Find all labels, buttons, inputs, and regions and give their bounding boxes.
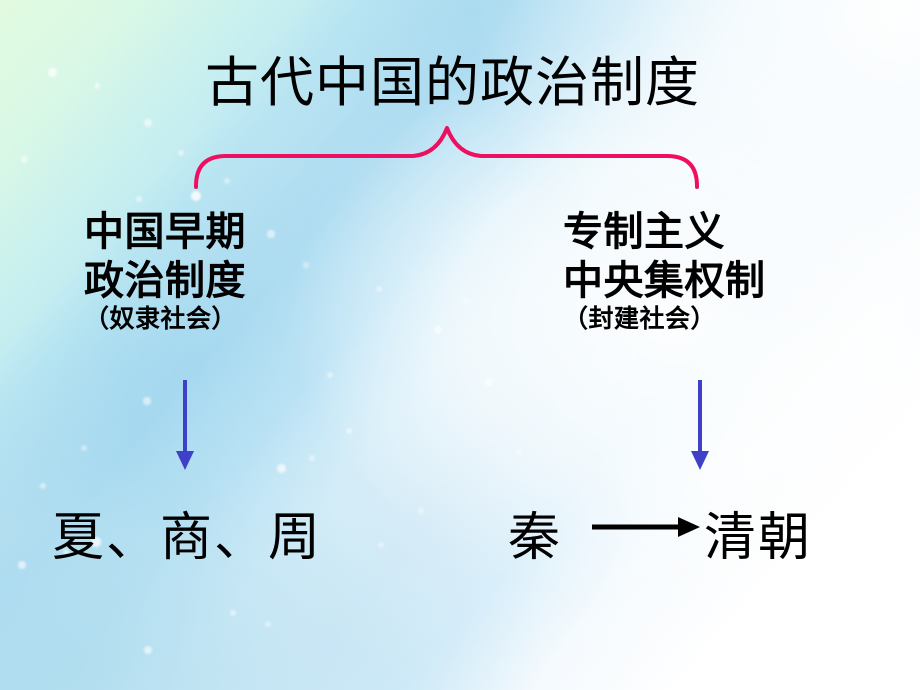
result-right-end-dynasty: 清朝: [704, 508, 813, 568]
branch-right: 专制主义 中央集权制 （封建社会）: [563, 208, 766, 334]
sparkle-dot: [143, 645, 153, 655]
result-left-dynasties: 夏、商、周: [52, 508, 323, 568]
sparkle-dot: [309, 455, 315, 461]
curly-brace: [194, 126, 699, 189]
sparkle-dot: [568, 414, 574, 420]
sparkle-dot: [265, 621, 271, 627]
sparkle-dot: [276, 463, 286, 473]
sparkle-dot: [346, 428, 352, 434]
branch-left-line1: 中国早期: [84, 209, 246, 255]
branch-right-note: （封建社会）: [563, 305, 717, 333]
sparkle-dot: [631, 353, 637, 359]
sparkle-dot: [463, 298, 469, 304]
branch-left: 中国早期 政治制度 （奴隶社会）: [84, 208, 246, 334]
down-arrow-right: [691, 380, 709, 470]
sparkle-dot: [94, 83, 100, 89]
sparkle-dot: [47, 67, 57, 77]
sparkle-dot: [178, 150, 184, 156]
sparkle-dot: [375, 285, 383, 293]
sparkle-dot: [327, 372, 333, 378]
sparkle-dot: [224, 178, 230, 184]
sparkle-dot: [18, 561, 26, 569]
down-arrow-left: [176, 380, 194, 470]
sparkle-dot: [20, 155, 28, 163]
sparkle-dot: [433, 325, 443, 335]
sparkle-dot: [39, 482, 47, 490]
sparkle-dot: [136, 196, 142, 202]
sparkle-dot: [303, 262, 309, 268]
sparkle-dot: [516, 449, 522, 455]
branch-right-line2: 中央集权制: [563, 257, 766, 304]
sparkle-dot: [144, 119, 152, 127]
sparkle-dot: [418, 508, 424, 514]
sparkle-dot: [485, 378, 493, 386]
right-arrow-qin-to-qing: [592, 517, 700, 537]
sparkle-dot: [267, 230, 275, 238]
branch-left-note: （奴隶社会）: [84, 305, 238, 333]
sparkle-dot: [378, 542, 384, 548]
slide-title: 古代中国的政治制度: [205, 53, 700, 113]
sparkle-dot: [143, 397, 151, 405]
sparkle-dot: [229, 609, 237, 617]
result-right-start-dynasty: 秦: [508, 508, 563, 568]
sparkle-dot: [81, 445, 87, 451]
sparkle-dot: [191, 191, 201, 201]
branch-left-line2: 政治制度: [84, 257, 246, 304]
branch-right-line1: 专制主义: [563, 209, 725, 255]
